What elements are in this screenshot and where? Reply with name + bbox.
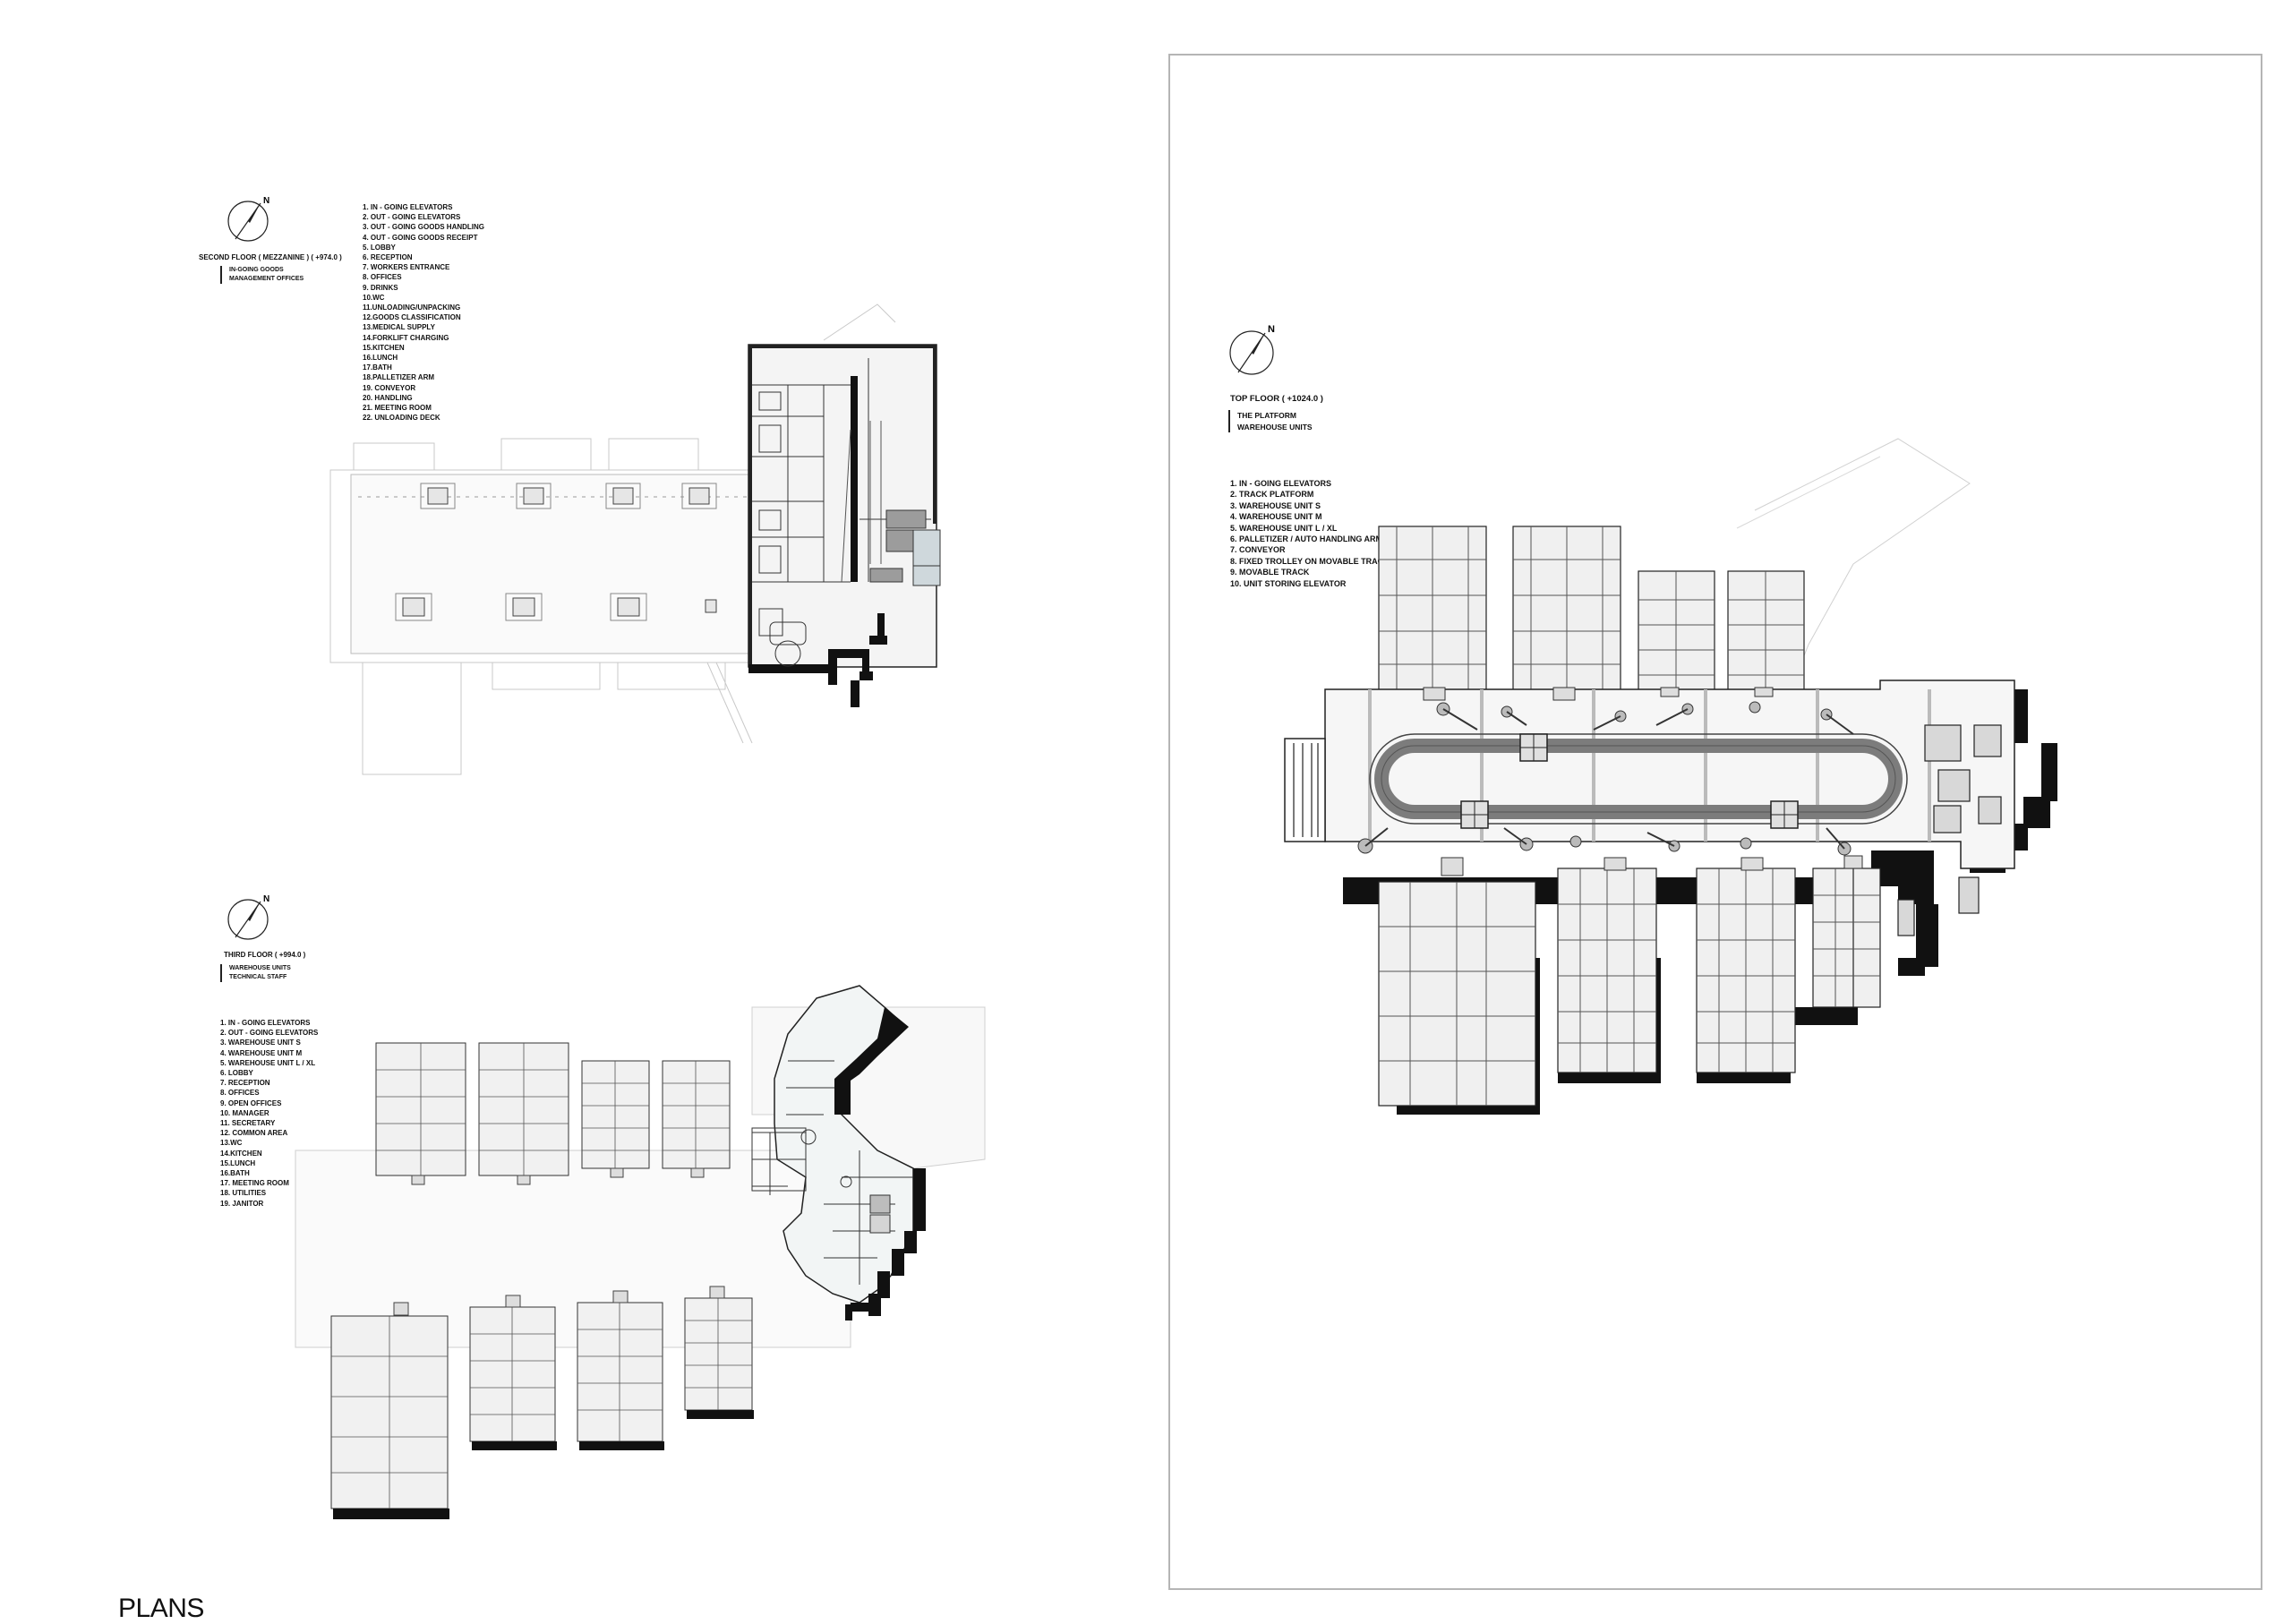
legend-item: 6. LOBBY: [220, 1069, 253, 1078]
legend-item: 4. OUT - GOING GOODS RECEIPT: [363, 233, 478, 242]
legend-item: 17.BATH: [363, 363, 392, 372]
north-arrow-icon: N: [224, 893, 276, 945]
legend-item: 10. UNIT STORING ELEVATOR: [1230, 578, 1347, 588]
legend-item: 4. WAREHOUSE UNIT M: [1230, 512, 1322, 522]
legend-item: 16.BATH: [220, 1169, 250, 1178]
legend-item: 5. LOBBY: [363, 243, 396, 252]
third-floor-subtitle: WAREHOUSE UNITS TECHNICAL STAFF: [220, 964, 291, 982]
third-floor-subtitle-line: TECHNICAL STAFF: [229, 974, 287, 980]
legend-item: 12.GOODS CLASSIFICATION: [363, 313, 461, 322]
third-floor-subtitle-line: WAREHOUSE UNITS: [229, 965, 291, 971]
legend-item: 15.KITCHEN: [363, 343, 405, 352]
north-label: N: [263, 894, 269, 904]
legend-item: 22. UNLOADING DECK: [363, 414, 440, 423]
legend-item: 10. MANAGER: [220, 1108, 269, 1117]
legend-item: 1. IN - GOING ELEVATORS: [363, 203, 453, 211]
legend-item: 19. JANITOR: [220, 1199, 264, 1208]
third-floor-title: THIRD FLOOR ( +994.0 ): [224, 951, 306, 959]
legend-item: 18. UTILITIES: [220, 1189, 267, 1198]
legend-item: 15.LUNCH: [220, 1158, 256, 1167]
top-floor-title: TOP FLOOR ( +1024.0 ): [1230, 394, 1323, 404]
legend-item: 20. HANDLING: [363, 393, 413, 402]
legend-item: 17. MEETING ROOM: [220, 1179, 289, 1188]
legend-item: 14.FORKLIFT CHARGING: [363, 333, 449, 342]
second-floor-plan: [329, 303, 941, 775]
legend-item: 7. WORKERS ENTRANCE: [363, 263, 450, 272]
legend-item: 6. RECEPTION: [363, 253, 413, 262]
third-floor-plan: [295, 985, 986, 1519]
page-title: PLANS: [118, 1594, 204, 1623]
top-floor-legend: 1. IN - GOING ELEVATORS 2. TRACK PLATFOR…: [1230, 478, 1390, 589]
second-floor-subtitle-line: MANAGEMENT OFFICES: [229, 276, 304, 282]
legend-item: 14.KITCHEN: [220, 1149, 262, 1158]
second-floor-subtitle-line: IN-GOING GOODS: [229, 267, 284, 273]
legend-item: 9. DRINKS: [363, 283, 398, 292]
legend-item: 9. MOVABLE TRACK: [1230, 568, 1310, 577]
legend-item: 2. TRACK PLATFORM: [1230, 490, 1314, 500]
legend-item: 7. CONVEYOR: [1230, 545, 1286, 555]
legend-item: 6. PALLETIZER / AUTO HANDLING ARM: [1230, 534, 1382, 544]
legend-item: 21. MEETING ROOM: [363, 404, 432, 413]
legend-item: 11. SECRETARY: [220, 1119, 276, 1128]
legend-item: 10.WC: [363, 293, 385, 302]
top-floor-subtitle: THE PLATFORM WAREHOUSE UNITS: [1228, 410, 1313, 432]
legend-item: 13.WC: [220, 1139, 243, 1148]
legend-item: 5. WAREHOUSE UNIT L / XL: [220, 1058, 316, 1067]
legend-item: 2. OUT - GOING ELEVATORS: [220, 1029, 319, 1038]
legend-item: 1. IN - GOING ELEVATORS: [220, 1019, 311, 1027]
legend-item: 1. IN - GOING ELEVATORS: [1230, 479, 1332, 488]
legend-item: 11.UNLOADING/UNPACKING: [363, 303, 461, 312]
legend-item: 8. OFFICES: [220, 1089, 260, 1098]
second-floor-subtitle: IN-GOING GOODS MANAGEMENT OFFICES: [220, 266, 304, 284]
legend-item: 3. WAREHOUSE UNIT S: [1230, 500, 1321, 510]
legend-item: 4. WAREHOUSE UNIT M: [220, 1048, 303, 1057]
second-floor-title: SECOND FLOOR ( MEZZANINE ) ( +974.0 ): [199, 253, 342, 261]
legend-item: 3. WAREHOUSE UNIT S: [220, 1039, 301, 1047]
legend-item: 3. OUT - GOING GOODS HANDLING: [363, 223, 485, 232]
legend-item: 16.LUNCH: [363, 354, 398, 363]
legend-item: 13.MEDICAL SUPPLY: [363, 323, 435, 332]
legend-item: 2. OUT - GOING ELEVATORS: [363, 213, 461, 222]
top-floor-frame: [1168, 54, 2262, 1590]
legend-item: 12. COMMON AREA: [220, 1129, 288, 1138]
legend-item: 7. RECEPTION: [220, 1079, 270, 1088]
legend-item: 5. WAREHOUSE UNIT L / XL: [1230, 523, 1338, 533]
top-floor-plan: [1284, 438, 2057, 1115]
north-label: N: [263, 196, 269, 206]
legend-item: 8. FIXED TROLLEY ON MOVABLE TRACK: [1230, 556, 1390, 566]
legend-item: 8. OFFICES: [363, 273, 402, 282]
legend-item: 19. CONVEYOR: [363, 383, 416, 392]
top-floor-subtitle-line: WAREHOUSE UNITS: [1237, 422, 1313, 432]
second-floor-legend: 1. IN - GOING ELEVATORS 2. OUT - GOING E…: [363, 202, 484, 423]
top-floor-subtitle-line: THE PLATFORM: [1237, 411, 1296, 420]
third-floor-legend: 1. IN - GOING ELEVATORS 2. OUT - GOING E…: [220, 1018, 318, 1209]
north-label: N: [1268, 324, 1275, 335]
legend-item: 9. OPEN OFFICES: [220, 1098, 282, 1107]
legend-item: 18.PALLETIZER ARM: [363, 373, 435, 382]
north-arrow-icon: N: [224, 195, 276, 247]
north-arrow-icon: N: [1225, 322, 1277, 375]
